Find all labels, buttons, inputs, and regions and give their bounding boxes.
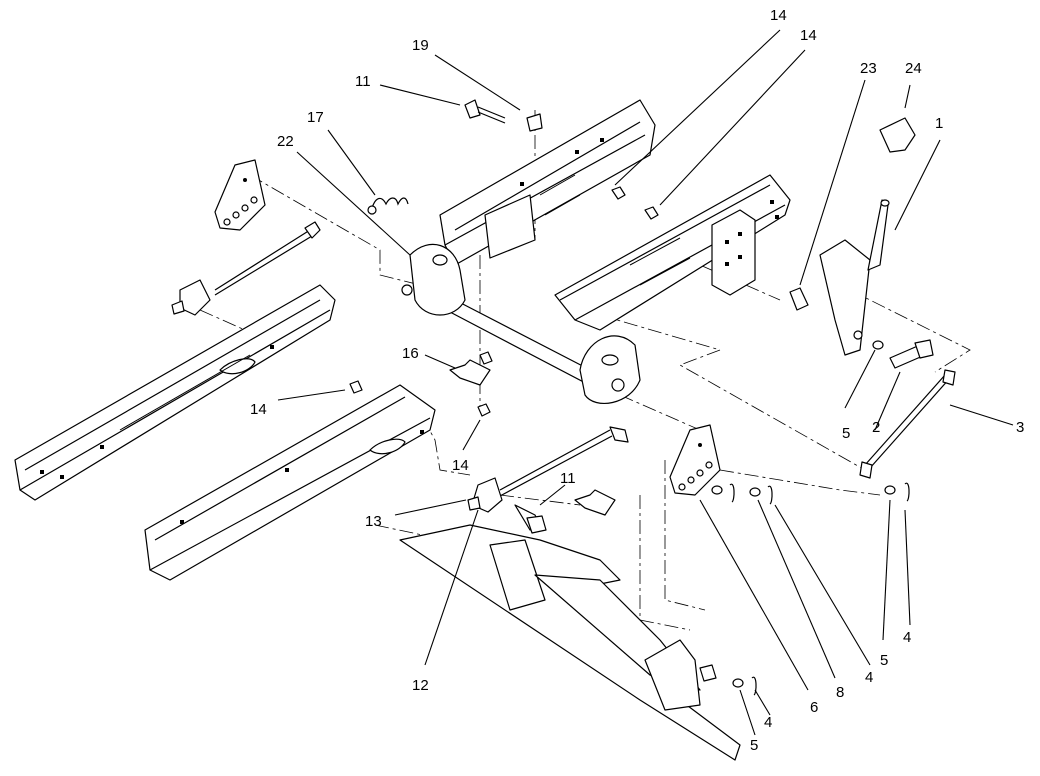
right-frame-rail bbox=[554, 174, 791, 331]
callout-22: 22 bbox=[277, 133, 294, 150]
callout-12: 12 bbox=[412, 677, 429, 694]
callout-14: 14 bbox=[800, 27, 817, 44]
callout-5: 5 bbox=[880, 652, 888, 669]
callout-24: 24 bbox=[905, 60, 922, 77]
callout-2: 2 bbox=[872, 419, 880, 436]
leader-lines bbox=[277, 29, 1014, 736]
callout-14: 14 bbox=[452, 457, 469, 474]
callout-14: 14 bbox=[250, 401, 267, 418]
upper-rod-assembly bbox=[171, 221, 321, 316]
callout-6: 6 bbox=[810, 699, 818, 716]
callout-16: 16 bbox=[402, 345, 419, 362]
bolt-19 bbox=[526, 113, 543, 132]
spring-17 bbox=[367, 197, 409, 215]
callout-13: 13 bbox=[365, 513, 382, 530]
left-frame-rail bbox=[14, 284, 336, 501]
callout-23: 23 bbox=[860, 60, 877, 77]
clip-16 bbox=[449, 359, 491, 386]
left-crank-plate bbox=[214, 159, 266, 231]
rod-3 bbox=[859, 369, 956, 479]
callout-8: 8 bbox=[836, 684, 844, 701]
deck-bracket bbox=[399, 524, 741, 761]
callout-4: 4 bbox=[865, 669, 873, 686]
callout-19: 19 bbox=[412, 37, 429, 54]
lower-frame-rail bbox=[144, 384, 436, 581]
right-crank-plate bbox=[669, 424, 721, 496]
callout-11: 11 bbox=[355, 73, 371, 90]
washers-and-pins bbox=[711, 340, 910, 696]
callout-11: 11 bbox=[560, 470, 576, 487]
callout-4: 4 bbox=[903, 629, 911, 646]
callout-1: 1 bbox=[935, 115, 943, 132]
lower-clip bbox=[574, 489, 616, 516]
shift-lever bbox=[789, 117, 934, 369]
callout-17: 17 bbox=[307, 109, 324, 126]
upper-frame-rail bbox=[439, 99, 656, 266]
callout-5: 5 bbox=[842, 425, 850, 442]
lower-rod-assembly bbox=[467, 426, 629, 534]
callout-14: 14 bbox=[770, 7, 787, 24]
callout-3: 3 bbox=[1016, 419, 1024, 436]
callout-labels: 1 2 3 4 4 4 5 5 5 5 6 8 11 11 12 13 14 1… bbox=[250, 7, 1024, 754]
nuts-14 bbox=[349, 186, 659, 417]
callout-4: 4 bbox=[764, 714, 772, 731]
cross-shaft-assembly bbox=[401, 243, 641, 404]
bolt-11-top bbox=[464, 99, 506, 124]
callout-5: 5 bbox=[750, 737, 758, 754]
